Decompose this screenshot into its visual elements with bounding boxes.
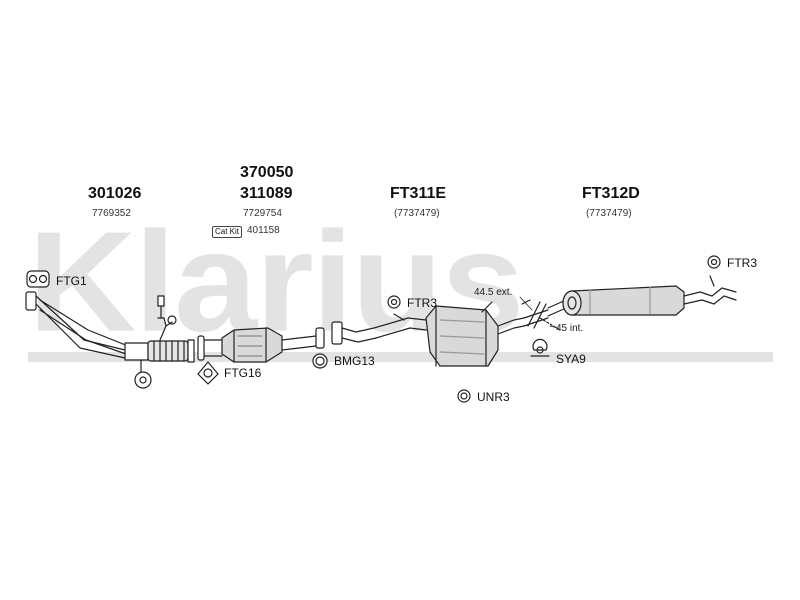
gasket-ftg1-icon: [26, 270, 50, 288]
dimension-ext-leader: [519, 296, 533, 311]
label-ftg16: FTG16: [224, 366, 262, 380]
sleeve-joint-part: [521, 299, 561, 331]
dimension-int-leader: [549, 325, 559, 329]
cat-kit-number: 401158: [247, 225, 280, 236]
part-number-catalyst: 311089: [240, 185, 293, 202]
catalytic-converter-part: [221, 327, 325, 363]
part-number-front-pipe: 301026: [88, 185, 142, 202]
front-pipe-part: [25, 291, 195, 363]
label-sya9: SYA9: [556, 352, 586, 366]
hanger-ftr3-middle-icon: [387, 295, 401, 309]
middle-silencer-part: [425, 301, 525, 367]
reference-catalyst: 7729754: [243, 208, 282, 219]
reference-rear-silencer: (7737479): [586, 208, 632, 219]
label-bmg13: BMG13: [334, 354, 375, 368]
reference-middle-silencer: (7737479): [394, 208, 440, 219]
ring-unr3-icon: [457, 389, 471, 403]
label-ftr3-rear: FTR3: [727, 256, 757, 270]
middle-pipe-part: [331, 313, 427, 345]
gasket-ftg16-icon: [197, 361, 219, 385]
connector-pipe-part: [197, 335, 223, 361]
label-ftr3-middle: FTR3: [407, 296, 437, 310]
dimension-internal: 45 int.: [556, 323, 584, 334]
reference-front-pipe: 7769352: [92, 208, 131, 219]
rear-silencer-part: [547, 275, 737, 317]
label-ftg1: FTG1: [56, 274, 87, 288]
part-number-rear-silencer: FT312D: [582, 185, 640, 202]
part-number-middle-silencer: FT311E: [390, 185, 447, 202]
cat-kit-badge: Cat Kit: [212, 226, 243, 238]
gasket-bmg13-icon: [312, 353, 328, 369]
label-unr3: UNR3: [477, 390, 510, 404]
bracket-front-icon: [134, 359, 152, 389]
hanger-ftr3-rear-icon: [707, 255, 721, 269]
dimension-external: 44.5 ext.: [474, 287, 513, 298]
part-number-catalyst-alt: 370050: [240, 164, 294, 181]
clamp-sya9-icon: [530, 338, 550, 357]
watermark-underline: [28, 352, 773, 362]
